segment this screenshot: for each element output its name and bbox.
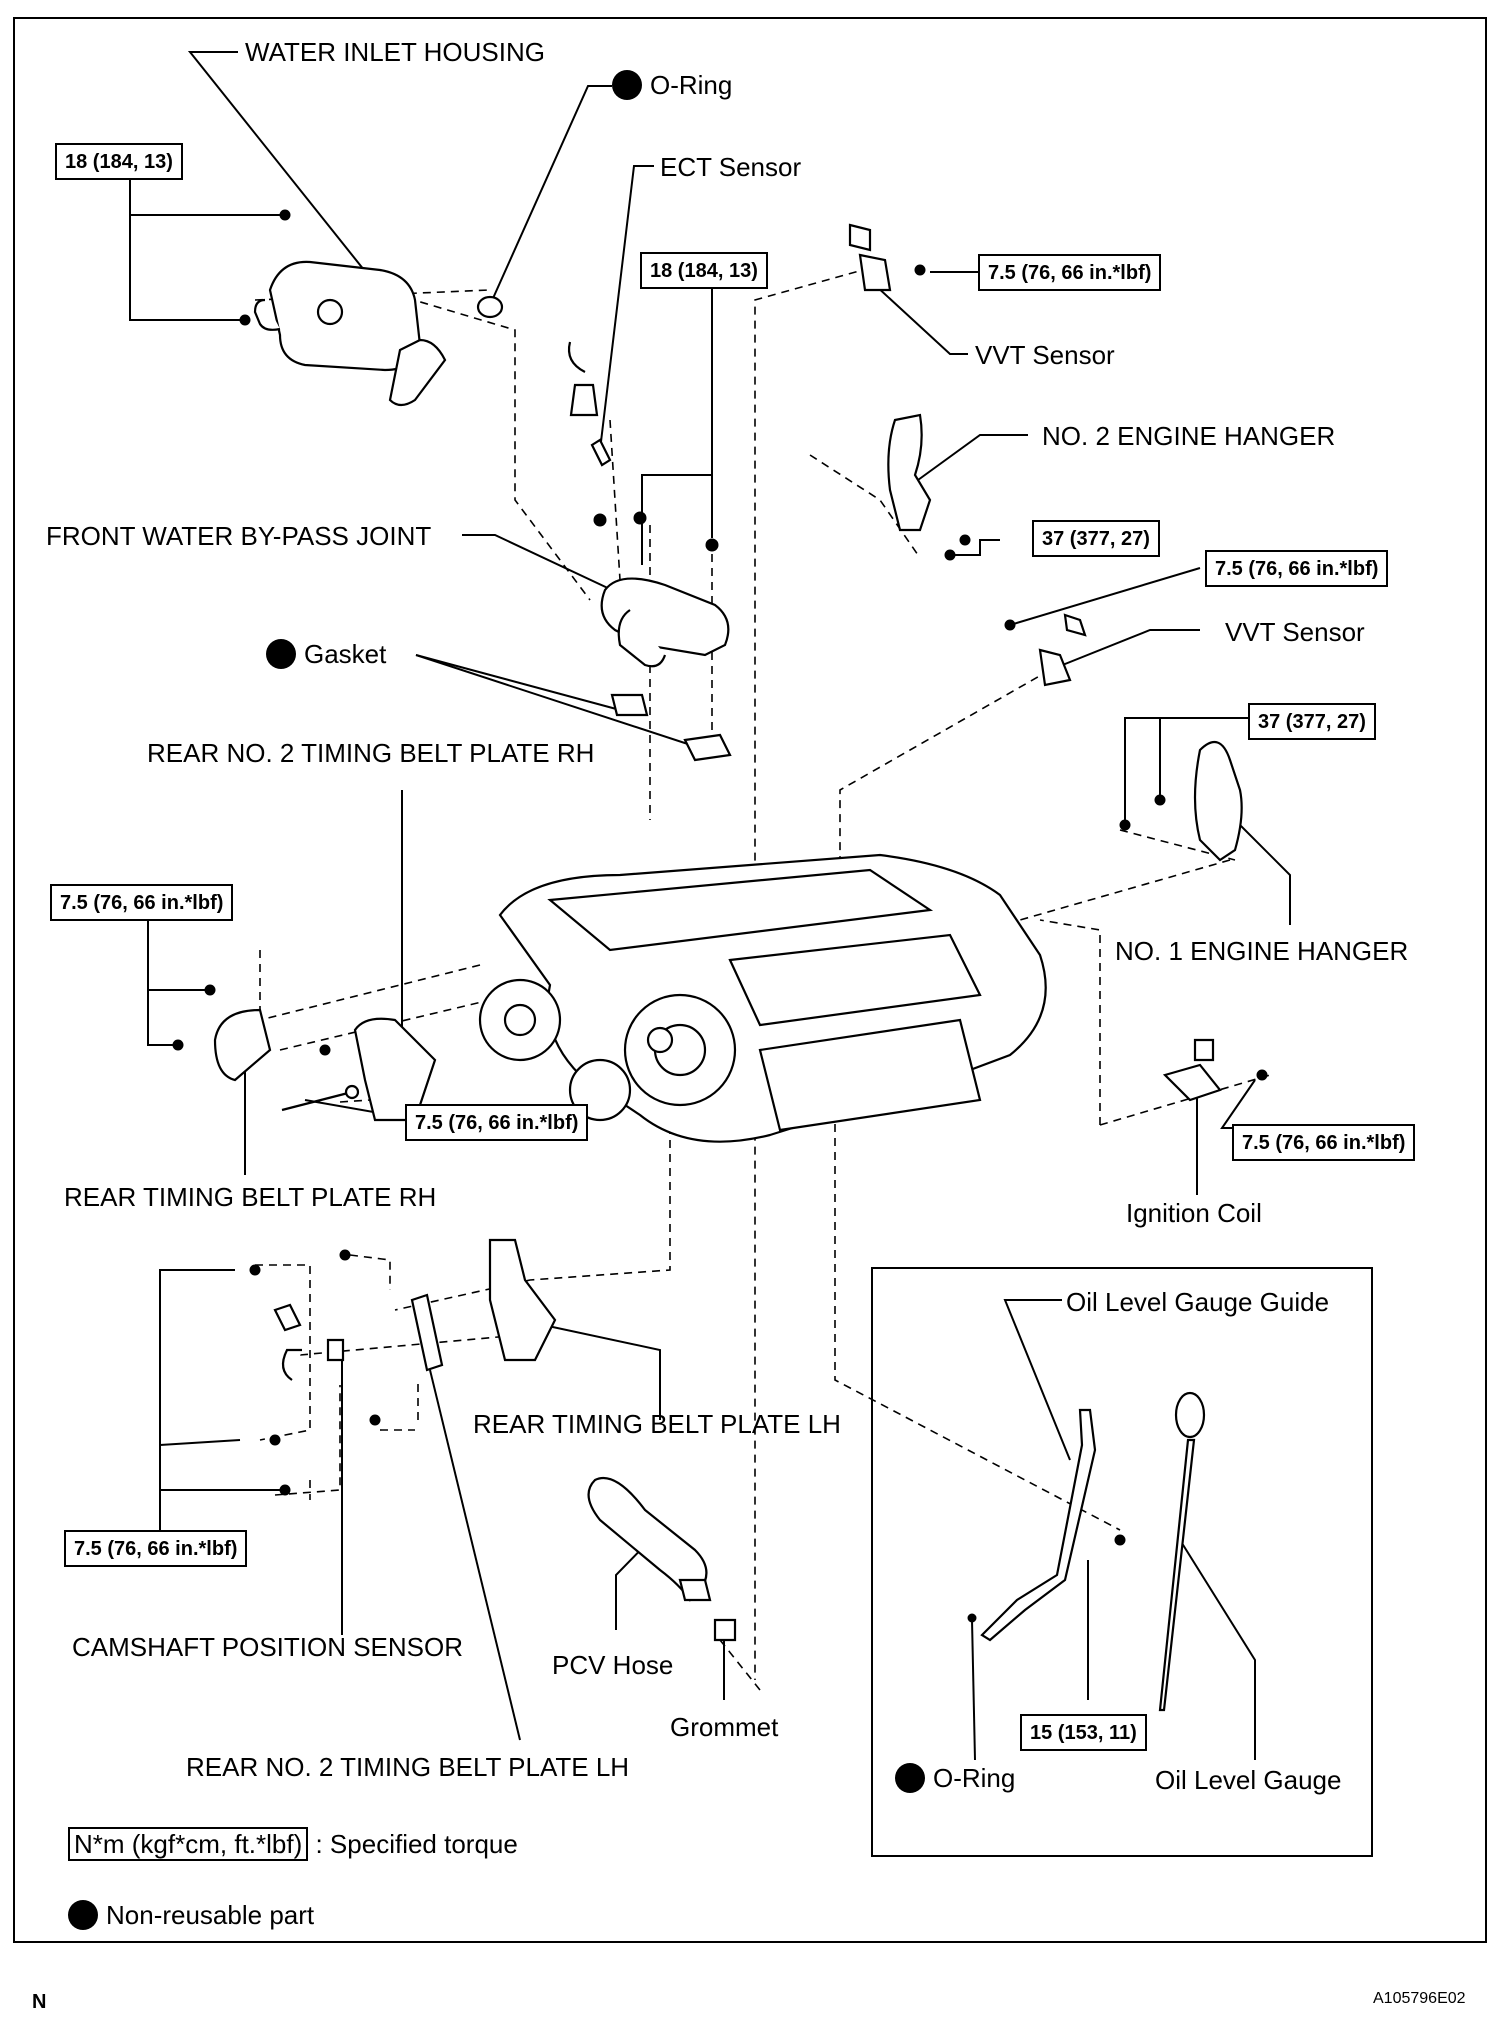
label-water-inlet-housing: WATER INLET HOUSING (245, 37, 545, 67)
exploded-diagram: WATER INLET HOUSING O-Ring ECT Sensor VV… (13, 17, 1487, 2013)
torque-box-ignition-coil: 7.5 (76, 66 in.*lbf) (1232, 1124, 1416, 1161)
label-gasket: Gasket (266, 639, 386, 671)
label-no1-engine-hanger: NO. 1 ENGINE HANGER (1115, 936, 1409, 966)
label-rear-no2-timing-belt-plate-rh: REAR NO. 2 TIMING BELT PLATE RH (147, 738, 595, 768)
torque-box-rear-timing-rh-bottom: 7.5 (76, 66 in.*lbf) (405, 1104, 589, 1141)
label-o-ring-bottom: O-Ring (895, 1763, 1015, 1795)
legend-non-reusable: Non-reusable part (68, 1900, 314, 1932)
legend-specified-torque: N*m (kgf*cm, ft.*lbf) : Specified torque (68, 1827, 518, 1861)
torque-box-rear-timing-lh: 7.5 (76, 66 in.*lbf) (64, 1530, 248, 1567)
torque-box-vvt-sensor-right: 7.5 (76, 66 in.*lbf) (1205, 550, 1389, 587)
non-reusable-dot-icon (612, 70, 642, 101)
label-vvt-sensor-right: VVT Sensor (1225, 617, 1365, 647)
label-rear-timing-belt-plate-rh: REAR TIMING BELT PLATE RH (64, 1182, 437, 1212)
label-no2-engine-hanger: NO. 2 ENGINE HANGER (1042, 421, 1336, 451)
label-ignition-coil: Ignition Coil (1126, 1198, 1262, 1228)
torque-box-no1-engine-hanger: 37 (377, 27) (1248, 703, 1376, 740)
torque-box-oil-level-gauge-guide: 15 (153, 11) (1020, 1714, 1147, 1751)
label-rear-no2-timing-belt-plate-lh: REAR NO. 2 TIMING BELT PLATE LH (186, 1752, 630, 1782)
diagram-drawing (13, 17, 1487, 1943)
non-reusable-dot-icon (68, 1900, 98, 1931)
torque-box-rear-timing-rh-top: 7.5 (76, 66 in.*lbf) (50, 884, 234, 921)
label-oil-level-gauge-guide: Oil Level Gauge Guide (1066, 1287, 1330, 1317)
non-reusable-dot-icon (266, 639, 296, 670)
label-rear-timing-belt-plate-lh: REAR TIMING BELT PLATE LH (473, 1409, 841, 1439)
legend-torque-unit-box: N*m (kgf*cm, ft.*lbf) (68, 1827, 309, 1861)
corner-letter: N (32, 1991, 47, 2013)
figure-code: A105796E02 (1373, 1990, 1466, 2007)
oil-gauge-inset-frame (871, 1267, 1373, 1857)
label-grommet: Grommet (670, 1712, 779, 1742)
torque-box-bypass-joint: 18 (184, 13) (640, 252, 768, 289)
torque-box-no2-engine-hanger: 37 (377, 27) (1032, 520, 1160, 557)
torque-box-vvt-sensor-top: 7.5 (76, 66 in.*lbf) (978, 254, 1162, 291)
label-pcv-hose: PCV Hose (552, 1650, 674, 1680)
label-ect-sensor: ECT Sensor (660, 152, 802, 182)
non-reusable-dot-icon (895, 1763, 925, 1794)
label-camshaft-position-sensor: CAMSHAFT POSITION SENSOR (72, 1632, 464, 1662)
page-border (13, 17, 1487, 1943)
label-o-ring-top: O-Ring (612, 70, 732, 102)
label-front-water-bypass-joint: FRONT WATER BY-PASS JOINT (46, 521, 432, 551)
label-vvt-sensor-top: VVT Sensor (975, 340, 1115, 370)
torque-box-water-inlet-housing: 18 (184, 13) (55, 143, 183, 180)
label-oil-level-gauge: Oil Level Gauge (1155, 1765, 1342, 1795)
legend-torque-desc: : Specified torque (315, 1829, 518, 1859)
